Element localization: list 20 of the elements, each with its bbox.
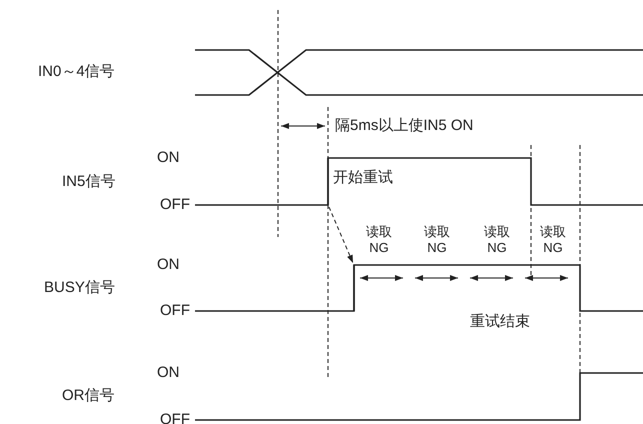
state-label: ON: [157, 149, 180, 167]
read-result-label: 读取 NG: [423, 224, 451, 256]
timing-note: 开始重试: [333, 169, 393, 187]
rising-edge: [327, 158, 329, 205]
signal-name: IN0～4信号: [38, 63, 115, 81]
state-label: ON: [157, 256, 180, 274]
state-label: OFF: [160, 302, 190, 320]
signal-name: IN5信号: [62, 173, 116, 191]
read-result-label: 读取 NG: [365, 224, 393, 256]
timing-note: 重试结束: [470, 313, 530, 331]
state-label: ON: [157, 364, 180, 382]
read-result-label: 读取 NG: [483, 224, 511, 256]
arrow: [328, 206, 354, 264]
signal-name: BUSY信号: [44, 279, 115, 297]
state-label: OFF: [160, 411, 190, 424]
rising-edge: [353, 265, 355, 311]
read-result-label: 读取 NG: [539, 224, 567, 256]
state-label: OFF: [160, 196, 190, 214]
signal-name: OR信号: [62, 387, 114, 405]
timing-note: 隔5ms以上使IN5 ON: [335, 117, 474, 135]
